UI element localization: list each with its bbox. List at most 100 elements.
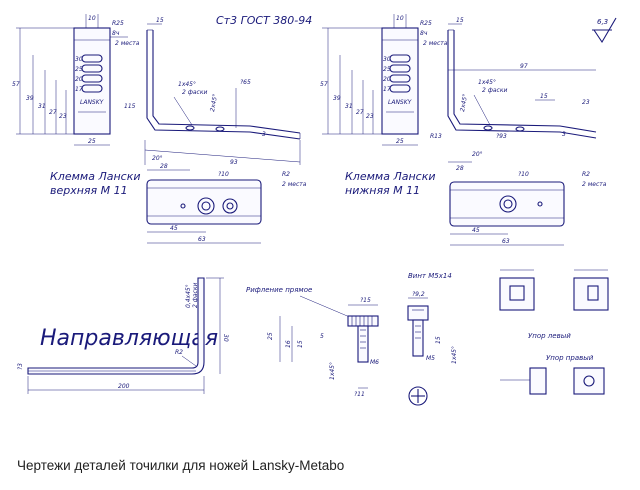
dim-25: 25	[88, 138, 96, 145]
dim-1x45: 1х45°	[451, 346, 458, 364]
dim-23: 23	[366, 113, 374, 120]
dim-45: 45	[170, 225, 178, 232]
dim-15: 15	[156, 17, 164, 24]
screw-head-top-view	[408, 386, 428, 406]
slot-label: 17	[75, 86, 83, 93]
guide-rod: Направляющая 200 30 R2 ?3 0,4х45° 2 фаск…	[17, 277, 229, 394]
dim-65: ?65	[240, 79, 251, 86]
dim-200: 200	[118, 383, 130, 390]
dim-39: 39	[333, 95, 341, 102]
dim-57: 57	[320, 81, 328, 88]
dim-15h: 15	[297, 340, 304, 348]
dim-r25: R25	[420, 20, 432, 27]
material-standard: Ст3 ГОСТ 380-94	[216, 14, 312, 27]
dim-8: 8ч	[112, 30, 120, 37]
dim-m6: М6	[370, 359, 379, 366]
dim-3: 3	[562, 131, 566, 138]
dim-20deg: 20°	[152, 155, 163, 162]
dim-d92: ?9,2	[412, 291, 425, 298]
stop-right-title: Упор правый	[546, 354, 594, 362]
klemma-bottom-title-1: Клемма Лански	[345, 170, 436, 183]
dim-31: 31	[38, 103, 46, 110]
dim-63: 63	[198, 236, 206, 243]
klemma-bottom-front-view: 30 25 20 17 LANSKY 57 39 31 27 23 25 10 …	[320, 14, 448, 146]
klemma-top-title-2: верхняя М 11	[50, 184, 128, 197]
dim-places2: 2 места	[282, 181, 307, 188]
dim-5: 5	[320, 333, 324, 340]
klemma-top-side-view: 93 15 115 20° 1х45° 2 фаски 2х45° ?65 3	[124, 17, 301, 166]
stop-left: Упор левый	[499, 269, 609, 340]
dim-31: 31	[345, 103, 353, 110]
brand-label: LANSKY	[80, 99, 105, 106]
slot-label: 20	[383, 76, 391, 83]
roughness-symbol: 6,3	[592, 17, 617, 44]
dim-25: 25	[396, 138, 404, 145]
klemma-top-front-view: 30 25 20 17 LANSKY 57 39 31 27 23 25 10 …	[12, 14, 140, 146]
dim-chamfer: 1х45°	[478, 79, 496, 86]
dim-places: 2 места	[423, 40, 448, 47]
dim-m5: М5	[426, 355, 435, 362]
knurled-screw: Рифление прямое ?15 25 16 15 5 1х45° М6 …	[246, 286, 379, 398]
klemma-top-title-1: Клемма Лански	[50, 170, 141, 183]
dim-facets: 2 фаски	[192, 283, 199, 308]
dim-d10: ?10	[218, 171, 229, 178]
slot-label: 30	[75, 56, 83, 63]
dim-28: 28	[160, 163, 168, 170]
dim-20deg: 20°	[472, 151, 483, 158]
slot-label: 30	[383, 56, 391, 63]
dim-16: 16	[285, 340, 292, 348]
dim-15: 15	[456, 17, 464, 24]
dim-10: 10	[396, 15, 404, 22]
dim-r2: R2	[282, 171, 290, 178]
stop-right: Упор правый	[500, 354, 605, 395]
dim-d93: ?93	[496, 133, 507, 140]
guide-title: Направляющая	[40, 326, 218, 351]
screw-m5: Винт М5х14 ?9,2 15 М5 1х45°	[407, 272, 458, 406]
dim-25: 25	[267, 332, 274, 340]
klemma-bottom-side-view: 15 97 1х45° 2 фаски 2х45° 15 23 3 R13 ?9…	[430, 17, 597, 172]
dim-chamfer: 0,4х45°	[185, 284, 192, 308]
klemma-top-plan-view: 28 ?10 R2 2 места 45 63	[146, 163, 307, 244]
dim-23: 23	[59, 113, 67, 120]
dim-d15: ?15	[360, 297, 371, 304]
slot-label: 25	[383, 66, 391, 73]
klemma-bottom-plan-view: ?10 R2 2 места 45 63	[449, 171, 607, 246]
dim-15: 15	[435, 336, 442, 344]
dim-2x45: 2х45°	[209, 93, 219, 112]
slot-label: 20	[75, 76, 83, 83]
dim-chamfer: 1х45°	[178, 81, 196, 88]
caption: Чертежи деталей точилки для ножей Lansky…	[17, 458, 345, 473]
dim-57: 57	[12, 81, 20, 88]
dim-r2: R2	[582, 171, 590, 178]
dim-30: 30	[222, 334, 229, 342]
dim-3: 3	[262, 131, 266, 138]
knurl-title: Рифление прямое	[246, 286, 312, 294]
dim-97: 97	[520, 63, 528, 70]
dim-93: 93	[230, 159, 238, 166]
slot-label: 17	[383, 86, 391, 93]
dim-places: 2 места	[115, 40, 140, 47]
dim-2x45: 2х45°	[459, 93, 469, 112]
dim-10: 10	[88, 15, 96, 22]
dim-r2: R2	[175, 349, 183, 356]
dim-15b: 15	[540, 93, 548, 100]
dim-facets: 2 фаски	[482, 87, 507, 94]
dim-27: 27	[356, 109, 364, 116]
dim-places2: 2 места	[582, 181, 607, 188]
klemma-bottom-title-2: нижняя М 11	[345, 184, 420, 197]
dim-63: 63	[502, 238, 510, 245]
stop-left-title: Упор левый	[528, 332, 571, 340]
brand-label: LANSKY	[388, 99, 413, 106]
dim-23b: 23	[582, 99, 590, 106]
screw-title: Винт М5х14	[408, 272, 452, 280]
dim-27: 27	[49, 109, 57, 116]
dim-r25: R25	[112, 20, 124, 27]
dim-d11: ?11	[354, 391, 365, 398]
dim-d3: ?3	[17, 363, 24, 370]
dim-45: 45	[472, 227, 480, 234]
dim-d10: ?10	[518, 171, 529, 178]
dim-r13: R13	[430, 133, 442, 140]
dim-1x45: 1х45°	[329, 362, 336, 380]
slot-label: 25	[75, 66, 83, 73]
